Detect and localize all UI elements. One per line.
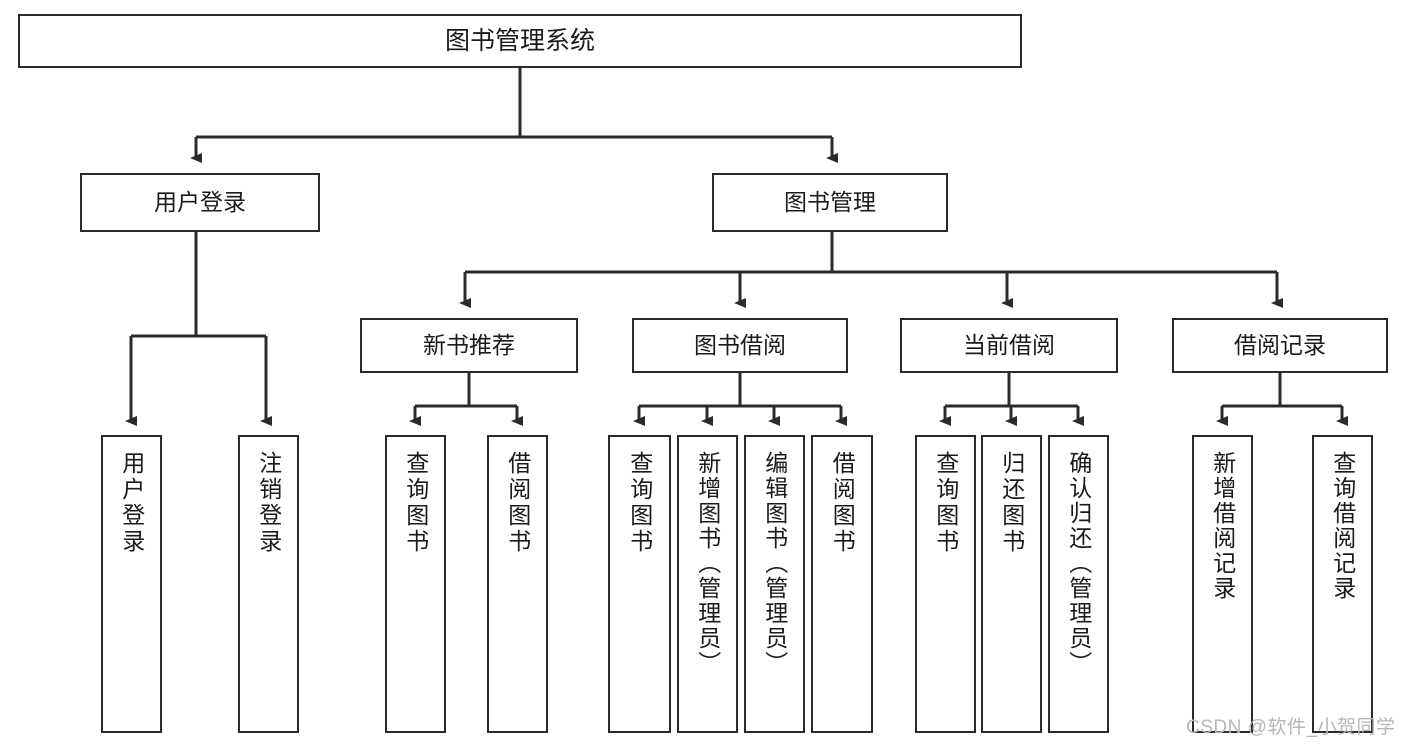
node-book-management[interactable]: 图书管理 [712,173,948,232]
node-label: 确认归还（管理员） [1065,451,1092,676]
node-label: 当前借阅 [963,332,1055,359]
leaf-borrow-query-book[interactable]: 查询图书 [608,435,671,733]
node-label: 新增借阅记录 [1209,451,1236,601]
leaf-borrow-edit-book-admin[interactable]: 编辑图书（管理员） [744,435,805,733]
node-book-borrow[interactable]: 图书借阅 [632,318,848,373]
node-label: 借阅记录 [1234,332,1326,359]
node-label: 新书推荐 [423,332,515,359]
node-label: 查询图书 [932,451,959,555]
node-label: 借阅图书 [504,451,531,555]
leaf-user-login-signout[interactable]: 注销登录 [238,435,299,733]
leaf-current-return-book[interactable]: 归还图书 [981,435,1042,733]
node-label: 注销登录 [255,451,282,555]
leaf-record-query-record[interactable]: 查询借阅记录 [1312,435,1373,733]
node-label: 新增图书（管理员） [694,451,721,676]
node-label: 用户登录 [154,189,246,216]
node-label: 查询图书 [402,451,429,555]
node-label: 编辑图书（管理员） [761,451,788,676]
node-label: 查询图书 [626,451,653,555]
leaf-current-confirm-return-admin[interactable]: 确认归还（管理员） [1048,435,1109,733]
csdn-watermark: CSDN @软件_小贺同学 [1186,717,1396,738]
node-label: 用户登录 [118,451,145,555]
node-current-borrow[interactable]: 当前借阅 [900,318,1118,373]
leaf-borrow-borrow-book[interactable]: 借阅图书 [811,435,873,733]
leaf-current-query-book[interactable]: 查询图书 [915,435,976,733]
node-root-system[interactable]: 图书管理系统 [18,14,1022,68]
leaf-user-login-signin[interactable]: 用户登录 [101,435,162,733]
node-borrow-record[interactable]: 借阅记录 [1172,318,1388,373]
node-new-book-recommend[interactable]: 新书推荐 [360,318,578,373]
node-label: 借阅图书 [829,451,856,555]
leaf-borrow-add-book-admin[interactable]: 新增图书（管理员） [677,435,738,733]
node-user-login[interactable]: 用户登录 [80,173,320,232]
node-label: 图书管理系统 [444,26,595,55]
leaf-record-add-record[interactable]: 新增借阅记录 [1192,435,1253,733]
leaf-recommend-query-book[interactable]: 查询图书 [385,435,446,733]
leaf-recommend-borrow-book[interactable]: 借阅图书 [487,435,548,733]
node-label: 查询借阅记录 [1329,451,1356,601]
node-label: 归还图书 [998,451,1025,555]
node-label: 图书管理 [784,189,876,216]
node-label: 图书借阅 [694,332,786,359]
